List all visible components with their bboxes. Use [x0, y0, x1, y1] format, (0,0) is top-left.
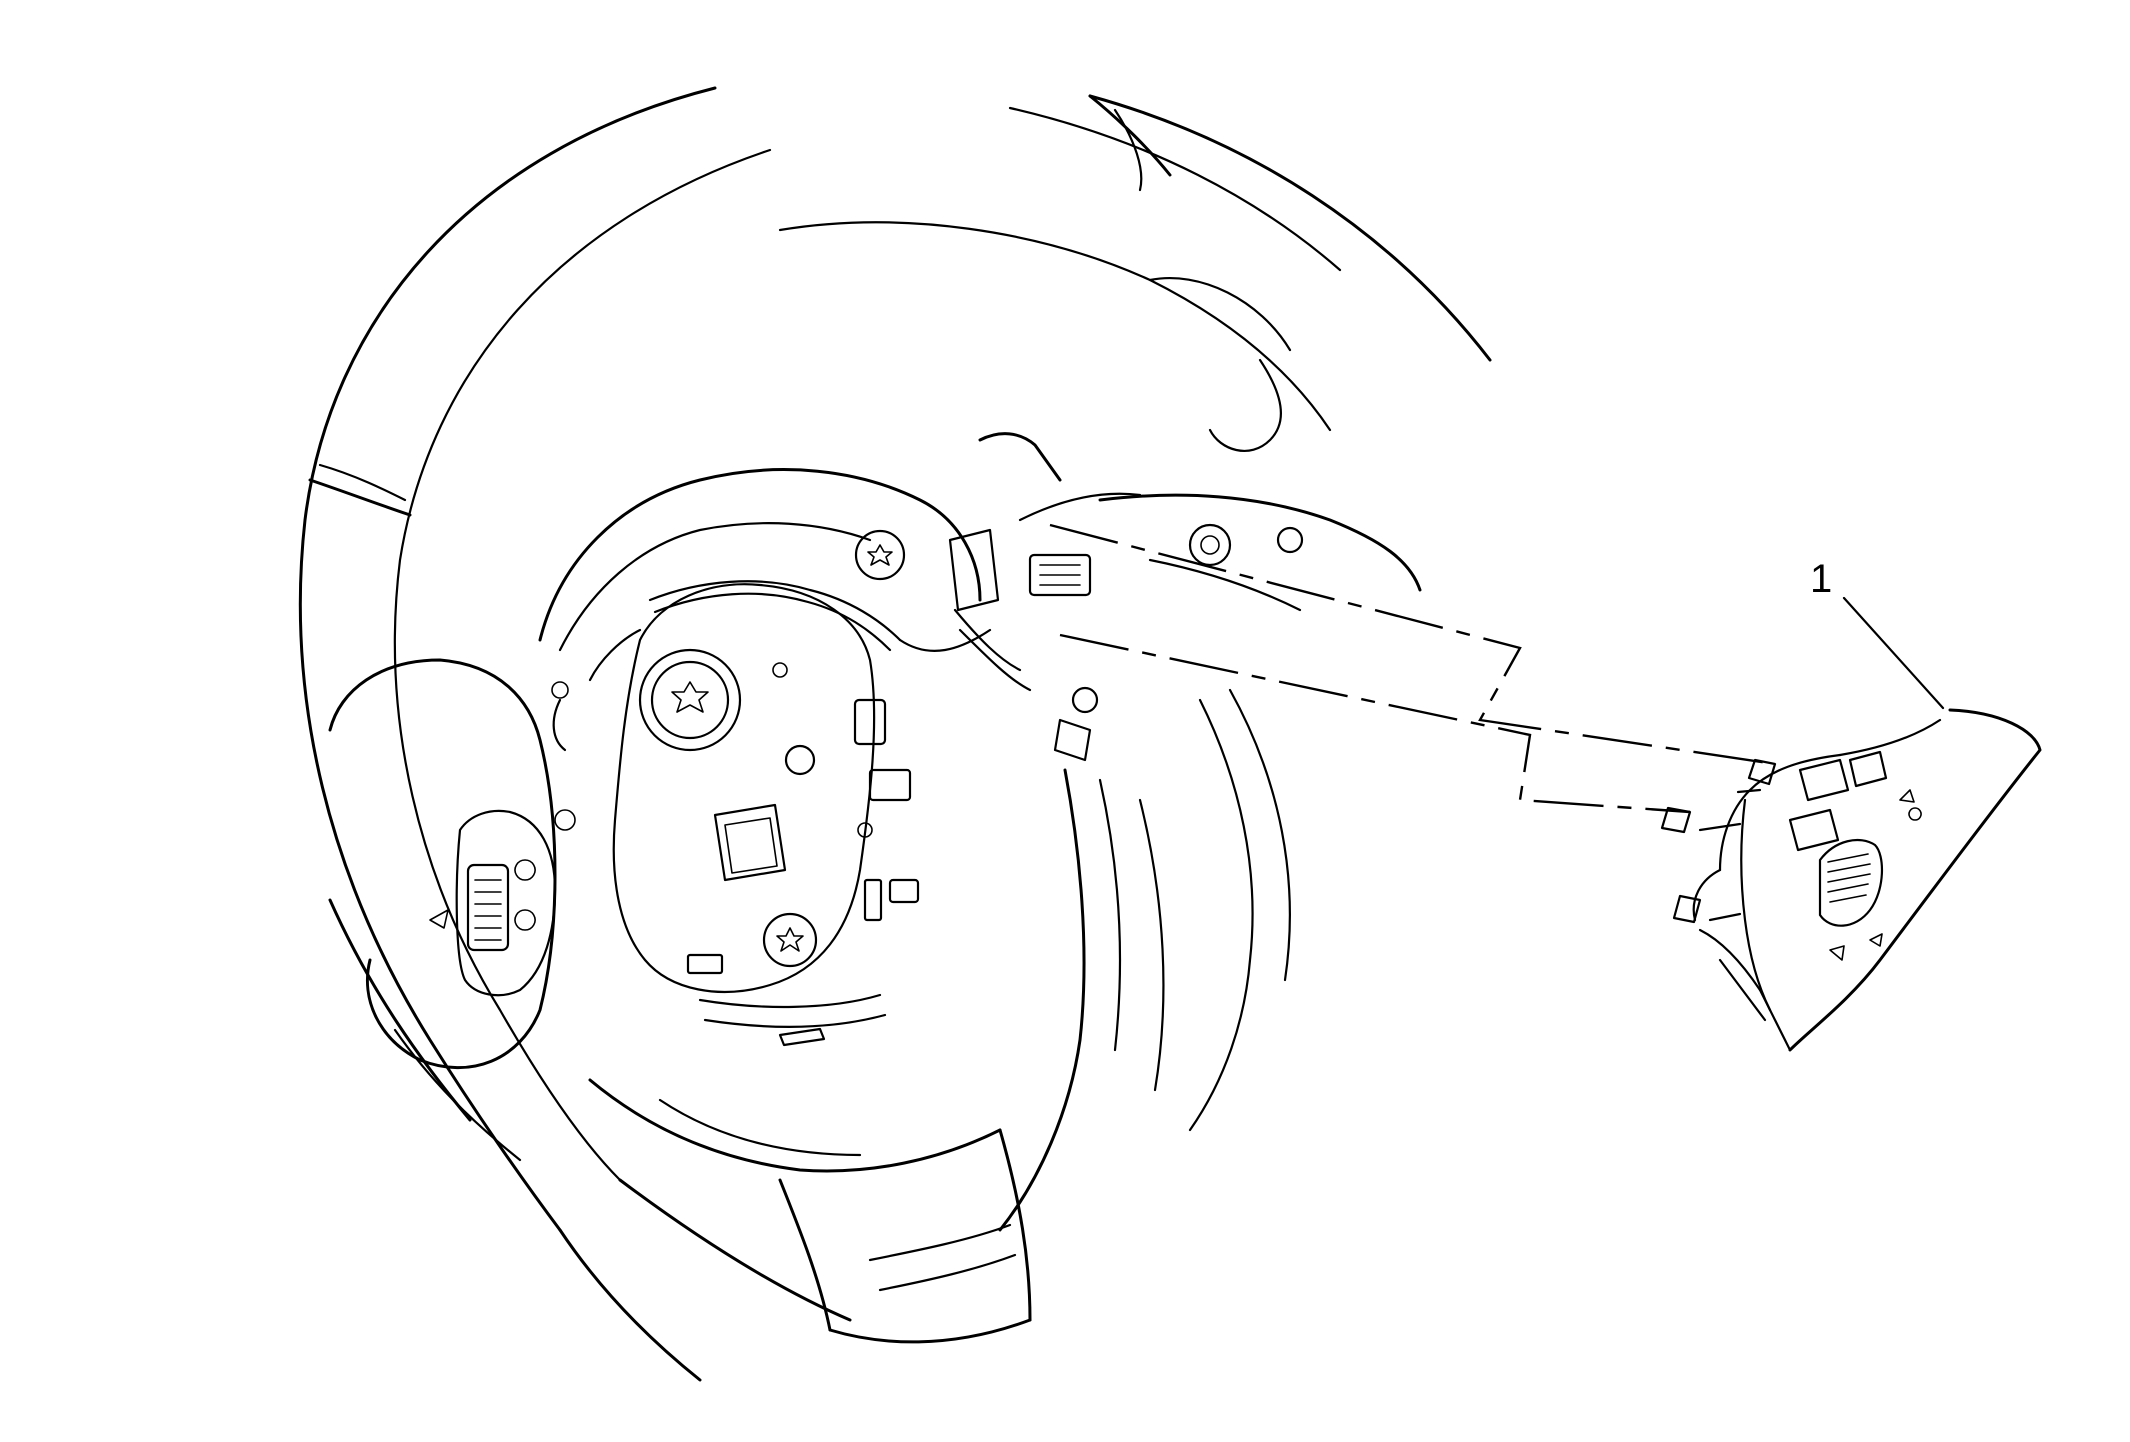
callout-label: 1 — [1810, 557, 1832, 601]
steering-wheel-rim — [298, 86, 1492, 1382]
steering-hub — [538, 468, 992, 1047]
left-spoke — [328, 658, 557, 1070]
callout-1: 1 — [1810, 557, 1945, 710]
steering-wheel-control-switch — [1660, 708, 2042, 1052]
right-spoke-cavity — [948, 432, 1422, 1232]
alignment-lines — [1049, 523, 1776, 814]
lower-spoke — [588, 1078, 1032, 1344]
